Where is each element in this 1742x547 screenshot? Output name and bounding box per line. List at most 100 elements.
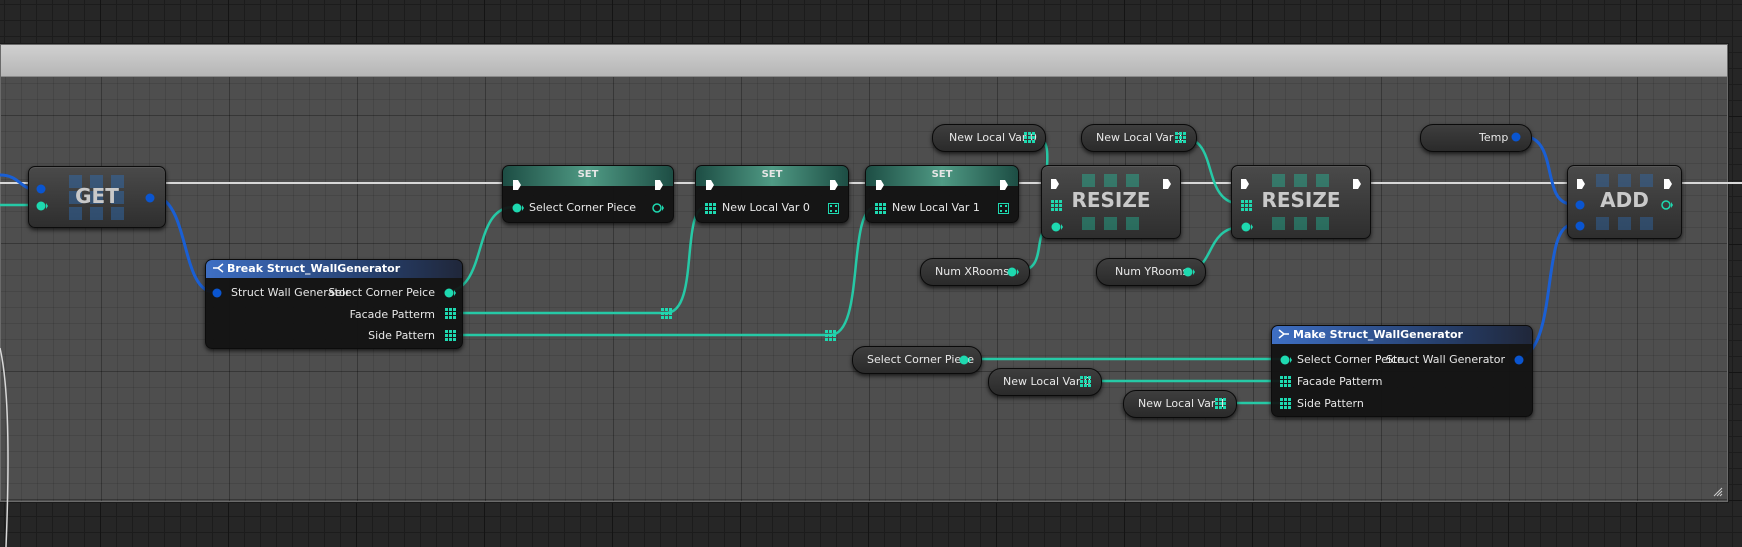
set-exec-in-pin[interactable] [705,179,715,191]
set-value-in-pin[interactable] [512,203,524,213]
get-node[interactable]: GET [28,166,166,228]
make-struct-input-label-1: Facade Patterm [1297,375,1383,388]
break-struct-output-pin-2[interactable] [445,330,456,341]
break-struct-output-label-1: Facade Patterm [349,308,435,321]
get-array-in-pin[interactable] [36,184,46,194]
get-output-pin[interactable] [145,193,155,203]
var-get-num-xrooms[interactable]: Num XRooms [920,258,1030,286]
set-local-var1-node[interactable]: SET New Local Var 1 [865,165,1019,223]
var-label: Num YRooms [1115,265,1189,278]
set-array-in-pin[interactable] [875,203,886,214]
make-struct-icon [1278,329,1289,339]
resize-size-pin[interactable] [1051,222,1063,232]
resize-exec-in-pin[interactable] [1240,178,1250,190]
make-struct-title: Make Struct_WallGenerator [1293,328,1463,341]
add-exec-in-pin[interactable] [1576,178,1586,190]
make-struct-input-pin-0[interactable] [1280,355,1292,365]
set-pin-label: New Local Var 1 [892,201,980,214]
make-struct-output-pin[interactable] [1514,355,1524,365]
resize-exec-in-pin[interactable] [1050,178,1060,190]
make-struct-output-label: Struct Wall Generator [1385,353,1505,366]
array-grid-icon [1272,174,1329,230]
var-label: Select Corner Piece [867,353,974,366]
set-title: SET [761,169,783,180]
array-grid-icon [1082,174,1139,230]
resize-title: RESIZE [1261,188,1341,212]
var-get-new-local-var0-bottom[interactable]: New Local Var 0 [988,368,1102,396]
var-array-out-pin[interactable] [1024,132,1035,143]
set-exec-out-pin[interactable] [999,179,1009,191]
make-struct-node[interactable]: Make Struct_WallGenerator Select Corner … [1271,325,1533,417]
set-array-out-pin[interactable] [828,203,839,214]
set-pin-label: New Local Var 0 [722,201,810,214]
var-get-num-yrooms[interactable]: Num YRooms [1096,258,1206,286]
var-label: New Local Var 0 [949,131,1037,144]
var-label: New Local Var 0 [1003,375,1091,388]
add-index-out-pin[interactable] [1661,200,1673,210]
var-get-new-local-var0[interactable]: New Local Var 0 [932,124,1046,152]
break-struct-input-pin[interactable] [212,288,222,298]
break-struct-output-label-0: Select Corner Peice [328,286,435,299]
make-struct-input-pin-1[interactable] [1280,376,1291,387]
get-index-in-pin[interactable] [36,201,48,211]
var-int-out-pin[interactable] [1007,267,1019,277]
var-get-temp[interactable]: Temp [1420,124,1532,152]
var-label: New Local Var 1 [1138,397,1226,410]
var-get-new-local-var1-bottom[interactable]: New Local Var 1 [1123,390,1237,418]
resize-grip-icon[interactable] [1713,487,1723,497]
var-object-out-pin[interactable] [959,355,971,365]
resize-size-pin[interactable] [1241,222,1253,232]
resize-exec-out-pin[interactable] [1162,178,1172,190]
set-array-out-pin[interactable] [998,203,1009,214]
var-label: Num XRooms [935,265,1010,278]
set-value-out-pin[interactable] [652,203,664,213]
var-struct-out-pin[interactable] [1511,132,1521,142]
var-get-new-local-var1[interactable]: New Local Var 1 [1081,124,1197,152]
var-label: New Local Var 1 [1096,131,1184,144]
resize-node-1[interactable]: RESIZE [1041,165,1181,239]
break-struct-output-pin-0[interactable] [444,288,456,298]
break-struct-node[interactable]: Break Struct_WallGenerator Struct Wall G… [205,259,463,349]
set-exec-in-pin[interactable] [875,179,885,191]
var-array-out-pin[interactable] [1175,132,1186,143]
resize-title: RESIZE [1071,188,1151,212]
set-exec-in-pin[interactable] [512,179,522,191]
array-grid-icon [69,175,124,220]
set-title: SET [577,169,599,180]
break-struct-header: Break Struct_WallGenerator [206,260,462,278]
add-item-pin[interactable] [1575,221,1585,231]
add-node[interactable]: ADD [1567,165,1682,239]
make-struct-header: Make Struct_WallGenerator [1272,326,1532,344]
comment-title-bar[interactable] [1,45,1727,77]
set-local-var0-node[interactable]: SET New Local Var 0 [695,165,849,223]
set-header: SET [866,166,1018,186]
var-array-out-pin[interactable] [1215,398,1226,409]
set-array-in-pin[interactable] [705,203,716,214]
make-struct-input-pin-2[interactable] [1280,398,1291,409]
set-header: SET [503,166,673,186]
resize-array-pin[interactable] [1241,200,1252,211]
break-struct-output-label-2: Side Pattern [368,329,435,342]
add-exec-out-pin[interactable] [1663,178,1673,190]
reroute-knot-icon [661,308,672,319]
set-select-corner-node[interactable]: SET Select Corner Piece [502,165,674,223]
break-struct-icon [213,263,224,273]
make-struct-input-label-2: Side Pattern [1297,397,1364,410]
resize-node-2[interactable]: RESIZE [1231,165,1371,239]
set-header: SET [696,166,848,186]
make-struct-input-label-0: Select Corner Peice [1297,353,1404,366]
break-struct-input-label: Struct Wall Generator [231,286,351,299]
resize-array-pin[interactable] [1051,200,1062,211]
var-int-out-pin[interactable] [1183,267,1195,277]
var-get-select-corner-piece[interactable]: Select Corner Piece [852,346,982,374]
var-array-out-pin[interactable] [1080,376,1091,387]
break-struct-output-pin-1[interactable] [445,308,456,319]
resize-exec-out-pin[interactable] [1352,178,1362,190]
var-label: Temp [1479,131,1509,144]
add-title: ADD [1600,188,1649,212]
set-title: SET [931,169,953,180]
set-exec-out-pin[interactable] [829,179,839,191]
array-grid-icon [1596,174,1653,230]
add-target-array-pin[interactable] [1575,200,1585,210]
set-exec-out-pin[interactable] [654,179,664,191]
